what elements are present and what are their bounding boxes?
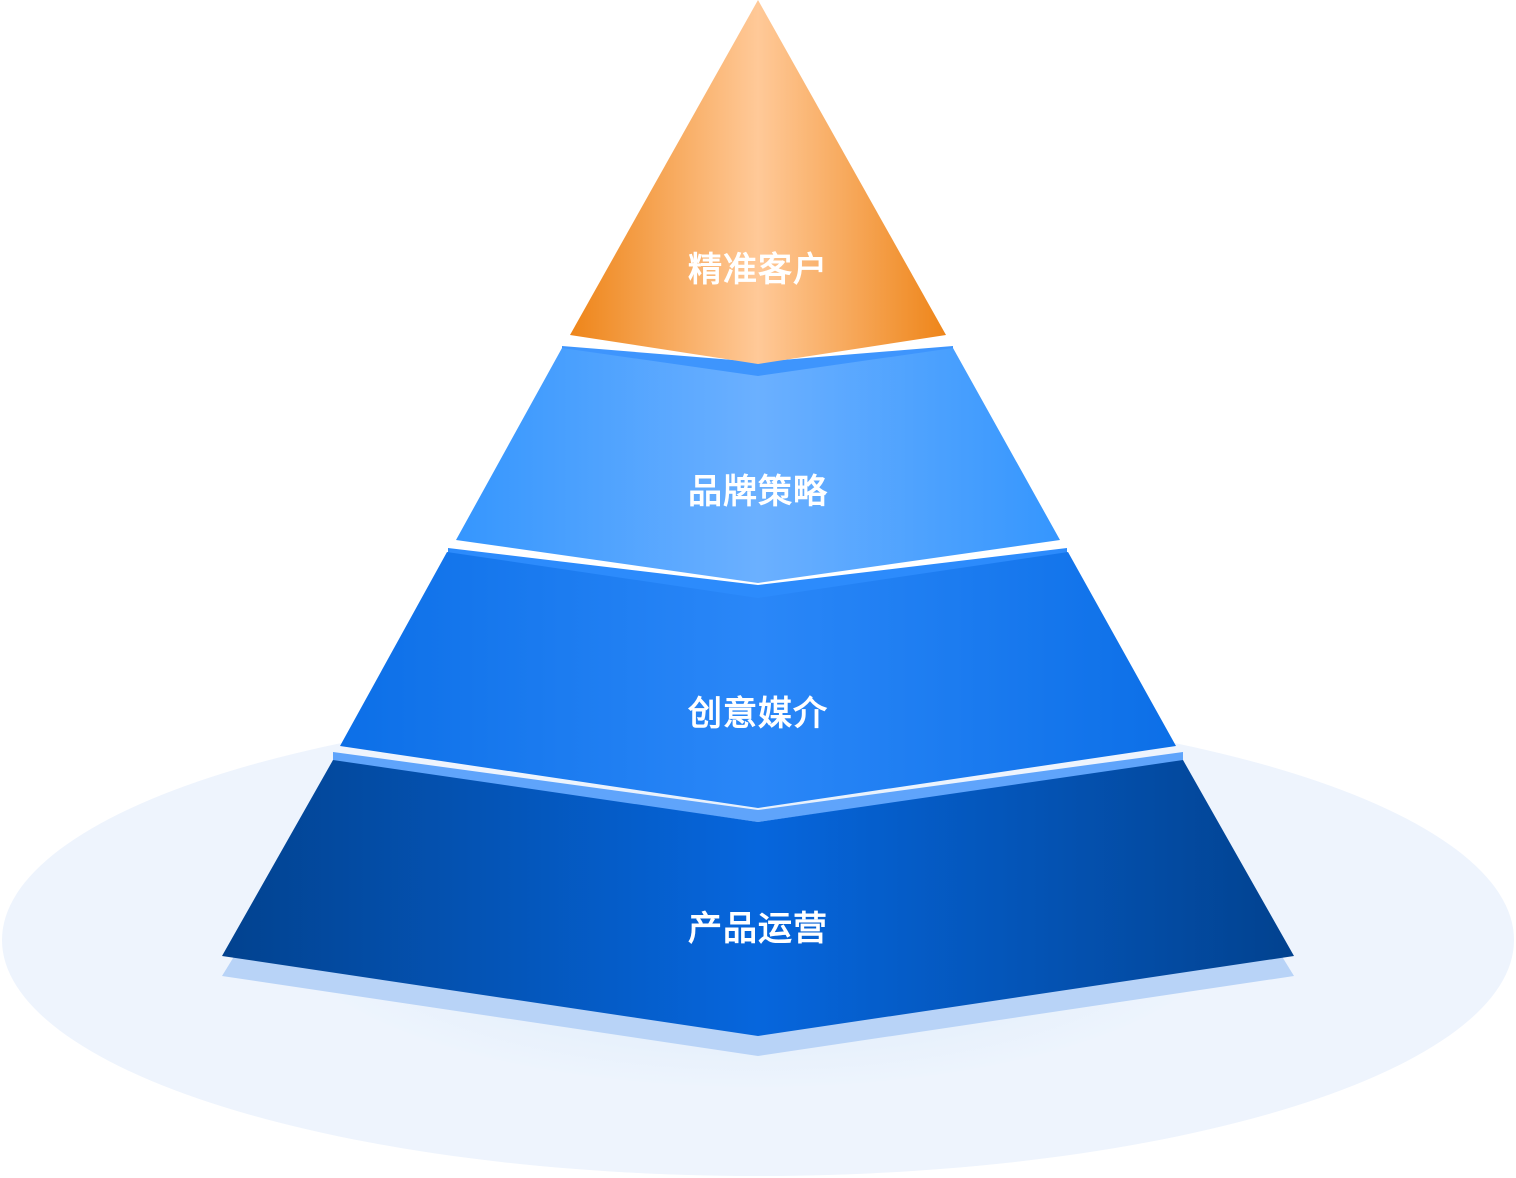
tier-2-label: 品牌策略 bbox=[688, 472, 828, 512]
tier-2: 品牌策略 bbox=[456, 346, 1060, 583]
tier-3-top-face bbox=[448, 548, 1067, 600]
tier-1: 精准客户 bbox=[570, 0, 946, 364]
tier-2-face bbox=[456, 348, 1060, 583]
tier-1-label: 精准客户 bbox=[688, 250, 828, 290]
tier-3-label: 创意媒介 bbox=[687, 694, 828, 734]
tier-3: 创意媒介 bbox=[340, 548, 1176, 808]
tier-4: 产品运营 bbox=[222, 752, 1294, 1056]
tier-4-face bbox=[222, 760, 1294, 1036]
tier-4-label: 产品运营 bbox=[688, 909, 828, 949]
tier-3-face bbox=[340, 552, 1176, 808]
tier-1-face bbox=[570, 0, 946, 364]
